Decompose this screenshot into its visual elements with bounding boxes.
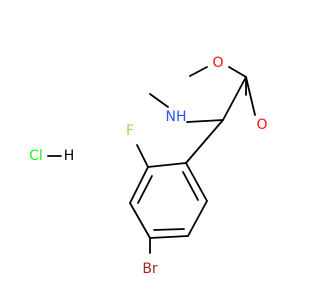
bond-methyl-o [189, 66, 208, 77]
ring-bond-3 [129, 202, 151, 239]
ring-double-1 [137, 175, 153, 204]
ring-double-3 [182, 171, 199, 201]
atom-f: F [126, 123, 134, 139]
bond-carbonyl-double-b [245, 76, 256, 116]
atom-cl: Cl [29, 148, 43, 164]
bond-o-carbonyl-c [228, 66, 247, 78]
ring-bond-5 [187, 200, 208, 237]
structure-drawing: O O NH F Br Cl H [29, 55, 267, 277]
ring-bond-4 [149, 235, 189, 239]
ring-bond-6 [185, 162, 208, 202]
ring-bond-2 [129, 166, 149, 204]
ring-bond-1 [147, 162, 187, 168]
molecule-canvas: O O NH F Br Cl H [29, 55, 268, 277]
atom-o-carbonyl: O [256, 117, 267, 133]
bond-n-alpha [186, 119, 224, 123]
atom-label-set: O O NH F Br Cl H [29, 55, 267, 277]
bond-alpha-ring [185, 119, 224, 164]
bond-set [47, 66, 256, 254]
bond-methyl-n [149, 93, 169, 108]
atom-br: Br [142, 261, 158, 277]
bond-carbonyl-alpha [222, 76, 247, 121]
atom-o-methoxy: O [212, 55, 223, 71]
atom-n-amine: NH [166, 109, 187, 125]
atom-h-salt: H [64, 148, 75, 164]
ring-double-2 [153, 228, 185, 231]
bond-ring-f [136, 144, 149, 168]
